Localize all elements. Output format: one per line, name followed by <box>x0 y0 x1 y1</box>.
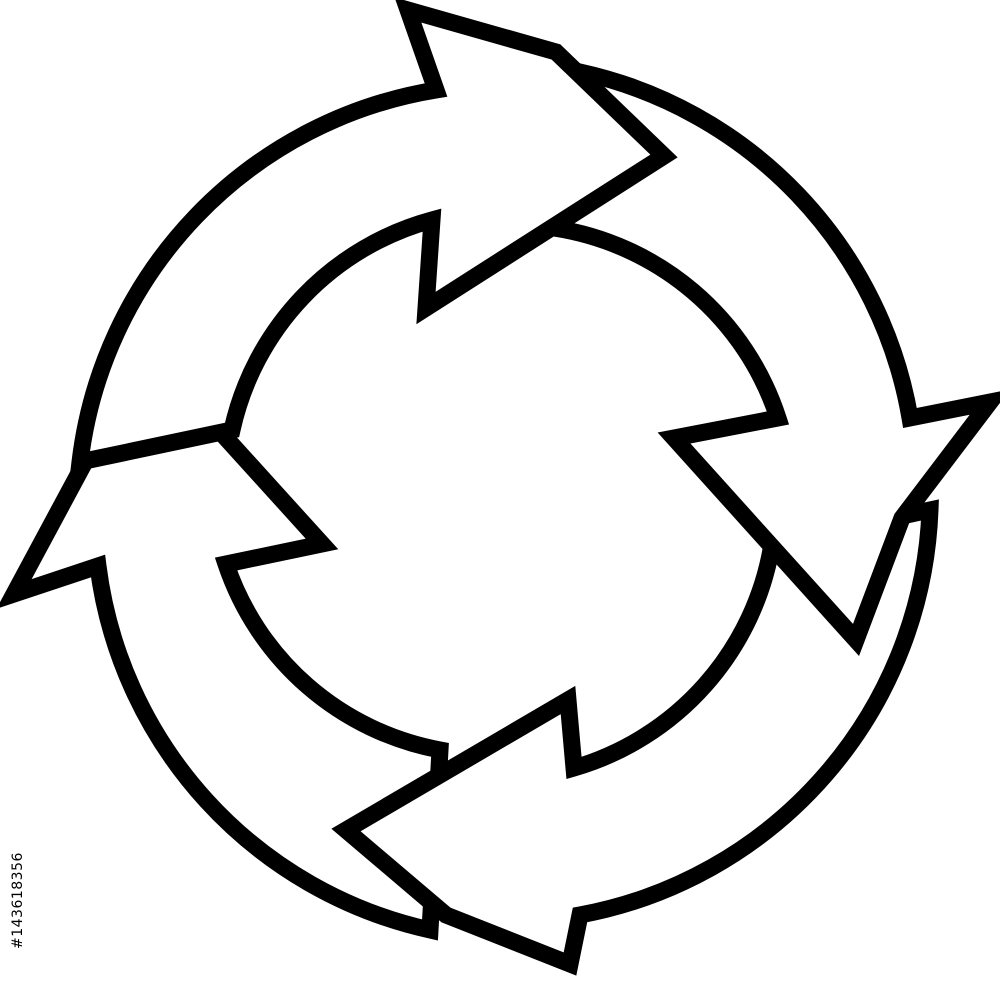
arrow-bottom-icon <box>331 499 939 976</box>
watermark-stock-id: #143618356 <box>10 852 26 949</box>
arrow-left-icon <box>0 337 449 941</box>
arrow-right-icon <box>544 61 1000 657</box>
arrow-top-icon <box>70 0 678 473</box>
